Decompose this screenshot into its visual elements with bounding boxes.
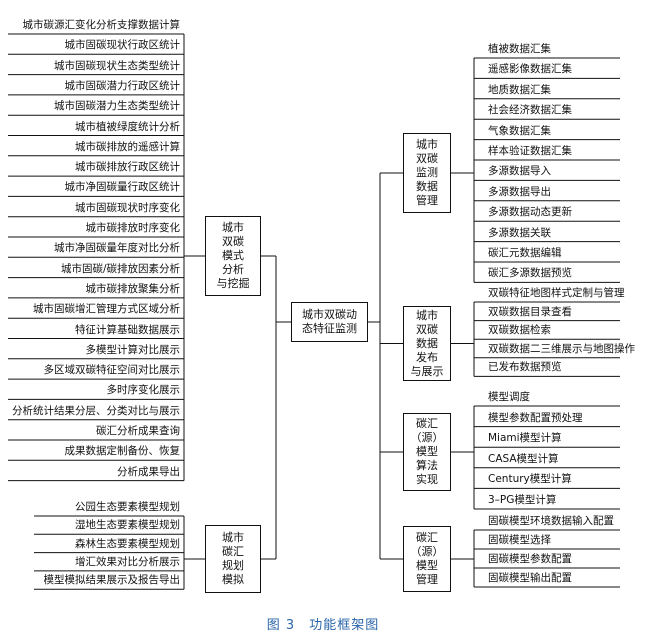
right-leaf-1-0: 双碳特征地图样式定制与管理 <box>488 287 625 299</box>
right-leaf-1-3: 双碳数据二三维展示与地图操作 <box>488 342 635 355</box>
left-leaf-0-18: 多时序变化展示 <box>106 384 181 397</box>
left-leaf-1-1: 湿地生态要素模型规划 <box>75 519 180 532</box>
right-leaf-0-3: 社会经济数据汇集 <box>488 104 572 117</box>
right-group-box-2: 碳汇 （源） 模型 算法 实现 <box>403 413 451 491</box>
left-leaf-0-4: 城市固碳潜力生态类型统计 <box>54 100 180 113</box>
right-leaf-0-8: 多源数据动态更新 <box>488 206 572 219</box>
left-leaf-0-7: 城市碳排放行政区统计 <box>75 161 180 174</box>
right-leaf-0-7: 多源数据导出 <box>488 185 551 198</box>
right-leaf-1-4: 已发布数据预览 <box>488 361 562 374</box>
left-leaf-0-2: 城市固碳现状生态类型统计 <box>54 59 180 72</box>
right-leaf-0-2: 地质数据汇集 <box>488 83 551 96</box>
left-leaf-0-13: 城市碳排放聚集分析 <box>85 282 181 295</box>
left-leaf-0-17: 多区域双碳特征空间对比展示 <box>43 364 181 377</box>
left-leaf-1-2: 森林生态要素模型规划 <box>75 537 180 550</box>
right-leaf-0-1: 遥感影像数据汇集 <box>488 63 572 76</box>
right-leaf-0-9: 多源数据关联 <box>488 226 551 239</box>
right-leaf-0-4: 气象数据汇集 <box>488 124 551 137</box>
right-leaf-2-0: 模型调度 <box>488 391 530 403</box>
right-group-box-0: 城市 双碳 监测 数据 管理 <box>403 133 451 213</box>
left-leaf-0-9: 城市固碳现状时序变化 <box>75 201 180 214</box>
left-group-box-1-label: 城市 碳汇 规划 模拟 <box>222 531 244 586</box>
left-leaf-1-4: 模型模拟结果展示及报告导出 <box>43 574 181 587</box>
left-leaf-1-3: 增汇效果对比分析展示 <box>75 555 180 568</box>
right-leaf-2-5: 3–PG模型计算 <box>488 494 557 506</box>
left-leaf-0-5: 城市植被绿度统计分析 <box>75 120 180 133</box>
right-group-box-2-label: 碳汇 （源） 模型 算法 实现 <box>410 417 444 486</box>
right-leaf-0-0: 植被数据汇集 <box>488 43 551 55</box>
left-leaf-0-10: 城市碳排放时序变化 <box>85 222 181 234</box>
left-leaf-0-20: 碳汇分析成果查询 <box>96 425 180 437</box>
right-leaf-2-3: CASA模型计算 <box>488 452 559 465</box>
right-leaf-0-11: 碳汇多源数据预览 <box>488 267 572 280</box>
left-leaf-0-21: 成果数据定制备份、恢复 <box>64 445 181 458</box>
left-leaf-0-12: 城市固碳/碳排放因素分析 <box>60 262 180 275</box>
right-leaf-0-6: 多源数据导入 <box>488 165 551 178</box>
right-leaf-3-3: 固碳模型输出配置 <box>488 572 572 584</box>
left-leaf-0-6: 城市碳排放的遥感计算 <box>75 140 180 153</box>
right-leaf-2-1: 模型参数配置预处理 <box>488 411 583 424</box>
left-group-box-1: 城市 碳汇 规划 模拟 <box>205 525 261 593</box>
right-group-box-0-label: 城市 双碳 监测 数据 管理 <box>416 138 438 207</box>
right-group-box-3-label: 碳汇 （源） 模型 管理 <box>410 531 444 586</box>
left-leaf-0-15: 特征计算基础数据展示 <box>75 323 180 336</box>
center-box-label: 城市双碳动 态特征监测 <box>302 308 357 335</box>
right-leaf-0-10: 碳汇元数据编辑 <box>488 247 562 259</box>
figure-caption: 图 3 功能框架图 <box>266 618 380 633</box>
left-leaf-0-19: 分析统计结果分层、分类对比与展示 <box>12 404 180 417</box>
right-leaf-1-1: 双碳数据目录查看 <box>488 305 572 318</box>
right-group-box-1: 城市 双碳 数据 发布 与展示 <box>403 306 451 381</box>
left-leaf-0-1: 城市固碳现状行政区统计 <box>64 39 181 52</box>
left-leaf-0-16: 多模型计算对比展示 <box>85 343 181 356</box>
right-leaf-3-1: 固碳模型选择 <box>488 534 551 546</box>
left-leaf-0-0: 城市碳源汇变化分析支撑数据计算 <box>22 19 181 31</box>
right-leaf-2-4: Century模型计算 <box>488 473 572 486</box>
center-box: 城市双碳动 态特征监测 <box>291 302 368 342</box>
left-leaf-0-14: 城市固碳增汇管理方式区域分析 <box>33 303 180 316</box>
right-leaf-2-2: Miami模型计算 <box>488 432 562 445</box>
left-leaf-0-22: 分析成果导出 <box>117 465 180 478</box>
right-group-box-1-label: 城市 双碳 数据 发布 与展示 <box>410 308 444 378</box>
left-leaf-0-11: 城市净固碳量年度对比分析 <box>54 242 180 255</box>
left-group-box-0: 城市 双碳 模式 分析 与挖掘 <box>205 216 261 296</box>
left-leaf-1-0: 公园生态要素模型规划 <box>75 501 180 513</box>
right-group-box-3: 碳汇 （源） 模型 管理 <box>403 526 451 592</box>
right-leaf-1-2: 双碳数据检索 <box>488 324 551 337</box>
left-leaf-0-3: 城市固碳潜力行政区统计 <box>64 79 181 92</box>
left-group-box-0-label: 城市 双碳 模式 分析 与挖掘 <box>216 221 250 290</box>
right-leaf-3-2: 固碳模型参数配置 <box>488 553 572 565</box>
right-leaf-0-5: 样本验证数据汇集 <box>488 145 572 157</box>
right-leaf-3-0: 固碳模型环境数据输入配置 <box>488 515 614 527</box>
left-leaf-0-8: 城市净固碳量行政区统计 <box>64 181 181 194</box>
